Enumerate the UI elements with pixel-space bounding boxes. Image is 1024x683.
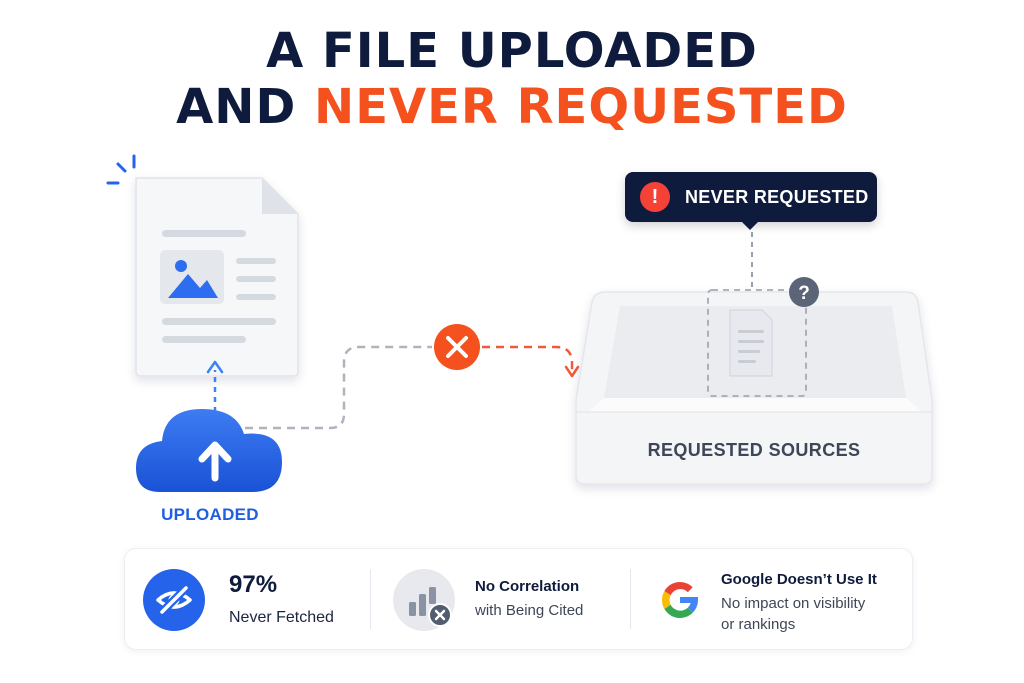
divider (630, 569, 631, 629)
stats-bar: 97% Never Fetched No Correlation with Be… (124, 548, 913, 650)
stat-never-fetched: 97% Never Fetched (125, 549, 365, 649)
image-icon (168, 260, 218, 298)
stat-description-line-2: or rankings (721, 616, 796, 633)
svg-text:?: ? (798, 283, 810, 304)
tray-label: REQUESTED SOURCES (647, 440, 861, 460)
never-requested-tooltip: ! NEVER REQUESTED (625, 172, 877, 230)
tooltip-text: NEVER REQUESTED (685, 187, 869, 207)
headline-line-2: AND NEVER REQUESTED (0, 80, 1024, 134)
ghost-document-icon (729, 309, 773, 377)
eye-slash-icon (143, 569, 205, 631)
grey-connector (245, 345, 432, 430)
missing-file-placeholder (707, 289, 807, 397)
headline-line-1: A FILE UPLOADED (266, 23, 758, 79)
stat-title: Google Doesn’t Use It (721, 571, 877, 588)
bar-chart-x-icon (393, 569, 455, 631)
stat-no-correlation: No Correlation with Being Cited (375, 549, 625, 649)
red-connector (482, 345, 574, 372)
stat-description: with Being Cited (475, 602, 584, 619)
stat-value: 97% (229, 571, 278, 598)
divider (370, 569, 371, 629)
red-connector-head (564, 365, 580, 378)
stat-description-line-1: No impact on visibility (721, 595, 866, 612)
sparkle-icon (106, 154, 136, 185)
stat-google: Google Doesn’t Use It No impact on visib… (635, 549, 910, 649)
headline-line-2-accent: NEVER REQUESTED (314, 79, 848, 135)
cloud-upload-icon (136, 409, 282, 492)
google-icon (661, 582, 698, 618)
uploaded-label: UPLOADED (161, 505, 259, 524)
exclamation-icon: ! (640, 182, 670, 212)
upload-arrow-head (206, 360, 224, 374)
question-icon: ? (789, 277, 819, 307)
stat-title: No Correlation (475, 578, 580, 595)
headline-line-2-lead: AND (176, 79, 315, 135)
stat-label: Never Fetched (229, 609, 334, 626)
x-circle-icon (434, 324, 480, 370)
